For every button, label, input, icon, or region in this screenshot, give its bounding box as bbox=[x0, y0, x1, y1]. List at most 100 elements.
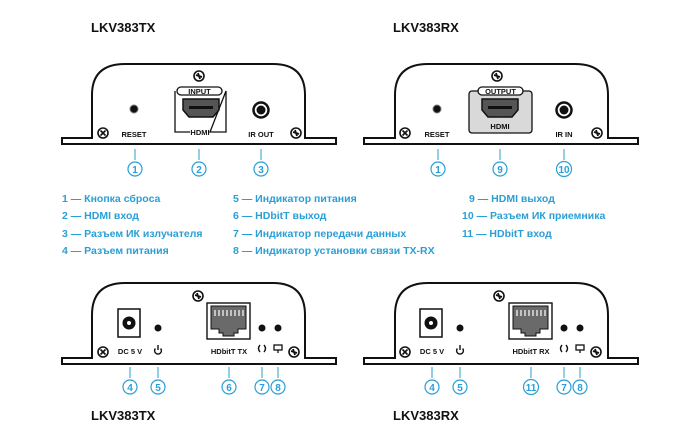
screw-icon bbox=[493, 290, 505, 302]
legend-item: 1 — Кнопка сброса bbox=[62, 193, 161, 205]
callout-marker bbox=[254, 379, 270, 395]
legend-item: 10 — Разъем ИК приемника bbox=[462, 210, 605, 222]
link-led bbox=[274, 324, 282, 332]
title-rx-rear: LKV383RX bbox=[393, 408, 459, 423]
screw-icon bbox=[590, 346, 602, 358]
hdmi-label: HDMI bbox=[190, 128, 209, 137]
data-transfer-led bbox=[560, 324, 568, 332]
callout-number: 8 bbox=[577, 383, 583, 394]
dc-label: DC 5 V bbox=[118, 347, 142, 356]
title-tx-front: LKV383TX bbox=[91, 20, 156, 35]
dc-power-jack[interactable] bbox=[419, 308, 443, 338]
power-icon bbox=[455, 345, 465, 355]
power-led bbox=[154, 324, 162, 332]
callout-number: 4 bbox=[429, 383, 435, 394]
legend-item: 4 — Разъем питания bbox=[62, 245, 169, 257]
hdmi-output-port[interactable]: OUTPUT HDMI bbox=[468, 86, 533, 134]
screw-icon bbox=[97, 346, 109, 358]
title-tx-rear: LKV383TX bbox=[91, 408, 156, 423]
callout-marker bbox=[253, 161, 269, 177]
screw-icon bbox=[288, 346, 300, 358]
reset-button[interactable] bbox=[432, 104, 442, 114]
rx-rear-callouts: 4 5 11 7 8 bbox=[424, 367, 588, 396]
link-led bbox=[576, 324, 584, 332]
legend-item: 7 — Индикатор передачи данных bbox=[233, 228, 406, 240]
callout-marker bbox=[452, 379, 468, 395]
monitor-icon bbox=[575, 344, 585, 353]
ir-out-label: IR OUT bbox=[248, 130, 274, 139]
ir-in-label: IR IN bbox=[555, 130, 572, 139]
screw-icon bbox=[193, 70, 205, 82]
callout-marker bbox=[150, 379, 166, 395]
hdbitt-tx-port[interactable] bbox=[206, 302, 251, 340]
callout-marker bbox=[522, 378, 540, 396]
callout-marker bbox=[191, 161, 207, 177]
title-rx-front: LKV383RX bbox=[393, 20, 459, 35]
rx-front-panel: RESET OUTPUT HDMI IR IN bbox=[363, 63, 639, 145]
hdmi-input-tag: INPUT bbox=[188, 87, 211, 96]
callout-marker bbox=[555, 160, 573, 178]
tx-rear-panel: DC 5 V HDbitT TX bbox=[61, 282, 337, 365]
rx-front-callouts: 1 9 10 bbox=[430, 149, 573, 178]
callout-number: 10 bbox=[558, 165, 570, 176]
tx-front-panel: RESET INPUT HDMI IR OUT bbox=[61, 63, 337, 145]
reset-button[interactable] bbox=[129, 104, 139, 114]
screw-icon bbox=[290, 127, 302, 139]
screw-icon bbox=[591, 127, 603, 139]
hdmi-input-port[interactable]: INPUT HDMI bbox=[174, 86, 227, 137]
legend-item: 5 — Индикатор питания bbox=[233, 193, 357, 205]
callout-number: 1 bbox=[132, 165, 138, 176]
tx-rear-housing bbox=[61, 282, 337, 365]
screw-icon bbox=[97, 127, 109, 139]
callout-number: 9 bbox=[497, 165, 503, 176]
rx-rear-housing bbox=[363, 282, 639, 365]
callout-number: 7 bbox=[561, 383, 567, 394]
callout-number: 6 bbox=[226, 383, 232, 394]
callout-number: 4 bbox=[127, 383, 133, 394]
screw-icon bbox=[192, 290, 204, 302]
legend: 1 — Кнопка сброса 2 — HDMI вход 3 — Разъ… bbox=[62, 193, 605, 257]
monitor-icon bbox=[273, 344, 283, 353]
legend-item: 2 — HDMI вход bbox=[62, 210, 139, 222]
screw-icon bbox=[491, 70, 503, 82]
hdbitt-rx-port[interactable] bbox=[508, 302, 553, 340]
tx-rear-callouts: 4 5 6 7 8 bbox=[122, 367, 286, 395]
callout-marker bbox=[424, 379, 440, 395]
hdmi-output-tag: OUTPUT bbox=[485, 87, 516, 96]
screw-icon bbox=[399, 346, 411, 358]
legend-item: 6 — HDbitT выход bbox=[233, 210, 327, 222]
legend-item: 3 — Разъем ИК излучателя bbox=[62, 228, 203, 240]
callout-number: 5 bbox=[155, 383, 161, 394]
callout-marker bbox=[127, 161, 143, 177]
callout-number: 7 bbox=[259, 383, 265, 394]
callout-marker bbox=[556, 379, 572, 395]
dc-label: DC 5 V bbox=[420, 347, 444, 356]
screw-icon bbox=[399, 127, 411, 139]
hdbitt-tx-label: HDbitT TX bbox=[211, 347, 247, 356]
callout-marker bbox=[572, 379, 588, 395]
hdbitt-rx-label: HDbitT RX bbox=[512, 347, 549, 356]
callout-marker bbox=[492, 161, 508, 177]
data-transfer-led bbox=[258, 324, 266, 332]
power-led bbox=[456, 324, 464, 332]
callout-number: 1 bbox=[435, 165, 441, 176]
tx-front-callouts: 1 2 3 bbox=[127, 149, 269, 177]
reset-label: RESET bbox=[424, 130, 449, 139]
callout-marker bbox=[122, 379, 138, 395]
reset-label: RESET bbox=[121, 130, 146, 139]
data-transfer-icon bbox=[257, 344, 267, 353]
data-transfer-icon bbox=[559, 344, 569, 353]
legend-item: 11 — HDbitT вход bbox=[462, 228, 552, 240]
hdmi-label: HDMI bbox=[490, 122, 509, 131]
power-icon bbox=[153, 345, 163, 355]
callout-number: 5 bbox=[457, 383, 463, 394]
legend-item: 8 — Индикатор установки связи TX-RX bbox=[233, 245, 435, 257]
callout-number: 8 bbox=[275, 383, 281, 394]
rx-rear-panel: DC 5 V HDbitT RX bbox=[363, 282, 639, 365]
callout-marker bbox=[270, 379, 286, 395]
legend-item: 9 — HDMI выход bbox=[469, 193, 555, 205]
callout-marker bbox=[430, 161, 446, 177]
callout-marker bbox=[221, 379, 237, 395]
dc-power-jack[interactable] bbox=[117, 308, 141, 338]
